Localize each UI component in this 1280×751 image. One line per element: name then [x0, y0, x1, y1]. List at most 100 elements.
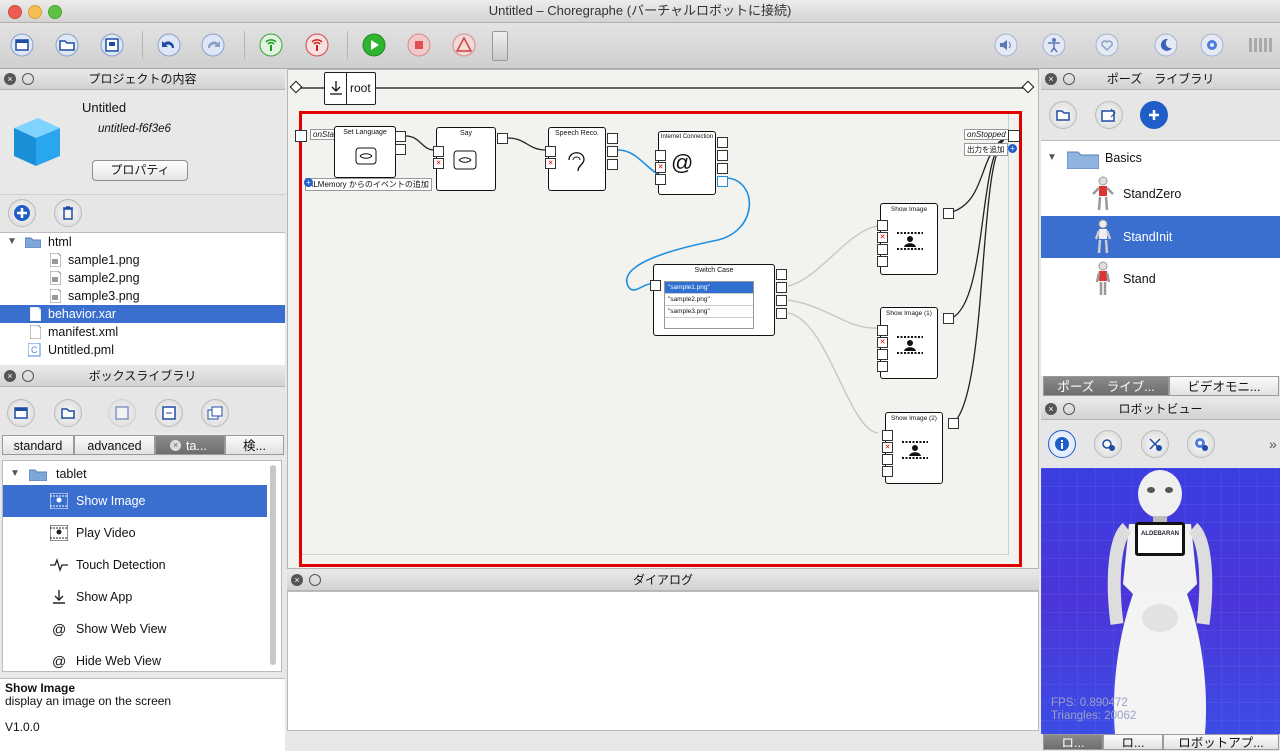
tab-robot-apps[interactable]: ロボットアプ...: [1163, 734, 1279, 750]
overflow-chevron-icon[interactable]: »: [1269, 436, 1277, 452]
save-as-library-icon[interactable]: [155, 399, 183, 427]
output-port[interactable]: [607, 159, 618, 170]
box-show-image[interactable]: Show Image: [3, 485, 267, 517]
robot-settings-icon[interactable]: [1187, 430, 1215, 458]
camera-view-icon[interactable]: [1094, 430, 1122, 458]
output-port[interactable]: [776, 308, 787, 319]
stop-icon[interactable]: [406, 32, 432, 58]
tree-file-sample1[interactable]: sample1.png: [0, 251, 285, 269]
input-port[interactable]: [882, 430, 893, 441]
open-pose-library-icon[interactable]: [1049, 101, 1077, 129]
input-port[interactable]: [545, 146, 556, 157]
stop-port[interactable]: ✕: [655, 162, 666, 173]
pose-folder-basics[interactable]: ▼ Basics: [1041, 147, 1280, 169]
input-port[interactable]: [877, 325, 888, 336]
joint-view-icon[interactable]: [1141, 430, 1169, 458]
tree-file-behavior[interactable]: behavior.xar: [0, 305, 285, 323]
save-project-icon[interactable]: [99, 32, 125, 58]
pose-standinit[interactable]: StandInit: [1041, 216, 1280, 258]
save-pose-library-icon[interactable]: [1095, 101, 1123, 129]
close-panel-icon[interactable]: ×: [1045, 403, 1057, 415]
box-hide-web-view[interactable]: @ Hide Web View: [3, 645, 267, 671]
onstopped-port[interactable]: [1008, 130, 1020, 142]
close-panel-icon[interactable]: ×: [4, 73, 16, 85]
save-library-icon[interactable]: [108, 399, 136, 427]
tab-video-monitor[interactable]: ビデオモニ...: [1169, 376, 1279, 396]
box-show-image-0[interactable]: Show Image: [880, 203, 938, 275]
info-icon[interactable]: [1048, 430, 1076, 458]
input-port[interactable]: [877, 349, 888, 360]
output-port[interactable]: [717, 176, 728, 187]
output-port[interactable]: [607, 133, 618, 144]
output-port[interactable]: [776, 295, 787, 306]
dialog-content[interactable]: [287, 591, 1039, 731]
breadcrumb-root[interactable]: root: [324, 72, 376, 105]
output-port[interactable]: [776, 282, 787, 293]
stop-port[interactable]: ✕: [433, 158, 444, 169]
debug-icon[interactable]: [451, 32, 477, 58]
add-output-icon[interactable]: +: [1008, 144, 1017, 153]
input-port[interactable]: [433, 146, 444, 157]
output-port[interactable]: [943, 208, 954, 219]
expand-arrow-icon[interactable]: ▼: [1047, 152, 1057, 163]
open-project-icon[interactable]: [54, 32, 80, 58]
expand-arrow-icon[interactable]: ▼: [7, 236, 17, 247]
pose-stand[interactable]: Stand: [1041, 258, 1280, 300]
output-port[interactable]: [395, 144, 406, 155]
tree-file-sample2[interactable]: sample2.png: [0, 269, 285, 287]
heart-icon[interactable]: [1094, 32, 1120, 58]
input-port[interactable]: [882, 454, 893, 465]
detach-panel-icon[interactable]: [22, 370, 34, 382]
almemory-label[interactable]: ALMemory からのイベントの追加: [305, 178, 432, 191]
new-project-icon[interactable]: [9, 32, 35, 58]
sleep-icon[interactable]: [1153, 32, 1179, 58]
case-item[interactable]: "sample1.png": [665, 282, 753, 294]
box-show-image-1[interactable]: Show Image (1): [880, 307, 938, 379]
zoom-window-button[interactable]: [48, 5, 62, 19]
output-port[interactable]: [497, 133, 508, 144]
add-file-icon[interactable]: [8, 199, 36, 227]
settings-gear-icon[interactable]: [1199, 32, 1225, 58]
library-manager-icon[interactable]: [201, 399, 229, 427]
box-switch-case[interactable]: Switch Case "sample1.png" "sample2.png" …: [653, 264, 775, 336]
stop-port[interactable]: ✕: [877, 232, 888, 243]
robot-3d-view[interactable]: ALDEBARAN FPS: 0.890472 Triangles: 20062: [1041, 468, 1280, 734]
stop-port[interactable]: ✕: [545, 158, 556, 169]
tree-folder-html[interactable]: ▼ html: [0, 233, 285, 251]
tab-robot-2[interactable]: ロ...: [1103, 734, 1163, 750]
output-port[interactable]: [717, 137, 728, 148]
input-port[interactable]: [877, 256, 888, 267]
output-port[interactable]: [395, 131, 406, 142]
output-port[interactable]: [776, 269, 787, 280]
open-library-icon[interactable]: [54, 399, 82, 427]
box-show-app[interactable]: Show App: [3, 581, 267, 613]
tab-pose-library[interactable]: ポーズ ライブ...: [1043, 376, 1169, 396]
input-port[interactable]: [877, 220, 888, 231]
close-panel-icon[interactable]: ×: [1045, 73, 1057, 85]
slider-handle[interactable]: [492, 31, 508, 61]
output-port[interactable]: [717, 150, 728, 161]
add-pose-icon[interactable]: [1140, 101, 1168, 129]
delete-file-icon[interactable]: [54, 199, 82, 227]
case-item[interactable]: "sample3.png": [665, 306, 753, 318]
close-tab-icon[interactable]: ×: [170, 440, 181, 451]
stop-port[interactable]: ✕: [877, 337, 888, 348]
undo-icon[interactable]: [156, 32, 182, 58]
connect-icon[interactable]: [258, 32, 284, 58]
output-port[interactable]: [607, 146, 618, 157]
add-event-icon[interactable]: +: [304, 178, 313, 187]
tree-file-manifest[interactable]: manifest.xml: [0, 323, 285, 341]
minimize-window-button[interactable]: [28, 5, 42, 19]
folder-tablet[interactable]: ▼ tablet: [3, 464, 267, 484]
disconnect-icon[interactable]: [304, 32, 330, 58]
box-set-language[interactable]: Set Language: [334, 126, 396, 178]
add-output-label[interactable]: 出力を追加: [964, 143, 1008, 156]
robot-stiffness-icon[interactable]: [1041, 32, 1067, 58]
expand-arrow-icon[interactable]: ▼: [10, 468, 20, 479]
detach-panel-icon[interactable]: [1063, 403, 1075, 415]
close-window-button[interactable]: [8, 5, 22, 19]
box-touch-detection[interactable]: Touch Detection: [3, 549, 267, 581]
case-item[interactable]: "sample2.png": [665, 294, 753, 306]
list-scrollbar[interactable]: [270, 465, 276, 665]
pose-standzero[interactable]: StandZero: [1041, 174, 1280, 214]
